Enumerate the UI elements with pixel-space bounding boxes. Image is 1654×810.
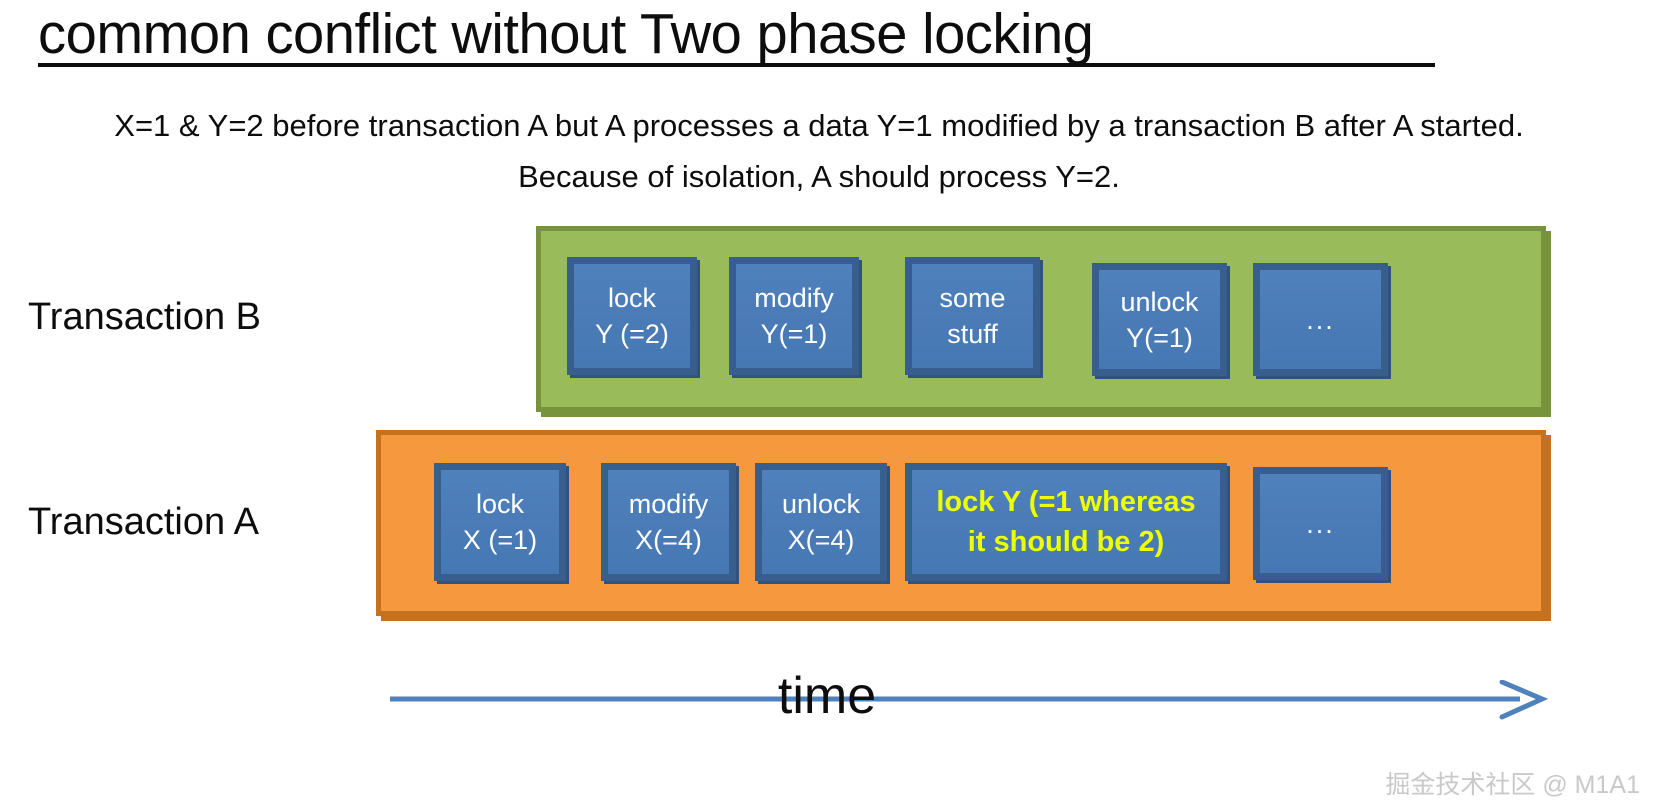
step-line-2: X (=1) [462, 525, 538, 555]
step-line-2: Y(=1) [760, 319, 828, 349]
step-box-a-conflict-highlight: lock Y (=1 whereas it should be 2) [905, 463, 1227, 581]
step-box-a-modify: modify X(=4) [601, 463, 736, 581]
step-line-1: some [939, 283, 1006, 313]
step-line-1: lock [607, 283, 656, 313]
step-line-2: Y (=2) [595, 319, 669, 349]
step-box-b-some-stuff: some stuff [905, 257, 1040, 375]
step-line-1: lock Y (=1 whereas [936, 486, 1196, 518]
step-box-a-lock: lock X (=1) [434, 463, 566, 581]
step-line-1: unlock [1120, 286, 1199, 317]
description-text: X=1 & Y=2 before transaction A but A pro… [114, 108, 1524, 194]
step-line-2: Y(=1) [1126, 322, 1193, 353]
step-box-b-lock: lock Y (=2) [567, 257, 697, 375]
step-box-b-modify: modify Y(=1) [729, 257, 859, 375]
title-underline [38, 63, 1435, 67]
step-line-1: lock [475, 489, 524, 519]
step-line-1: modify [628, 489, 709, 519]
step-box-a-ellipsis: ... [1253, 467, 1388, 580]
step-box-b-ellipsis: ... [1253, 263, 1388, 376]
time-axis-arrow [390, 680, 1549, 720]
step-line-2: it should be 2) [967, 526, 1165, 558]
step-box-a-unlock: unlock X(=4) [755, 463, 887, 581]
step-line-2: X(=4) [787, 525, 855, 555]
row-label-transaction-a: Transaction A [28, 501, 259, 543]
page-title: common conflict without Two phase lockin… [38, 2, 1094, 66]
step-line-2: stuff [947, 319, 998, 349]
step-line-1: ... [1306, 508, 1335, 539]
step-line-2: X(=4) [635, 525, 702, 555]
watermark-text: 掘金技术社区 @ M1A1 [1385, 771, 1640, 799]
step-line-1: unlock [781, 489, 861, 519]
step-line-1: ... [1306, 304, 1335, 335]
step-line-1: modify [754, 283, 834, 313]
row-label-transaction-b: Transaction B [28, 296, 262, 338]
step-box-b-unlock: unlock Y(=1) [1092, 263, 1227, 376]
